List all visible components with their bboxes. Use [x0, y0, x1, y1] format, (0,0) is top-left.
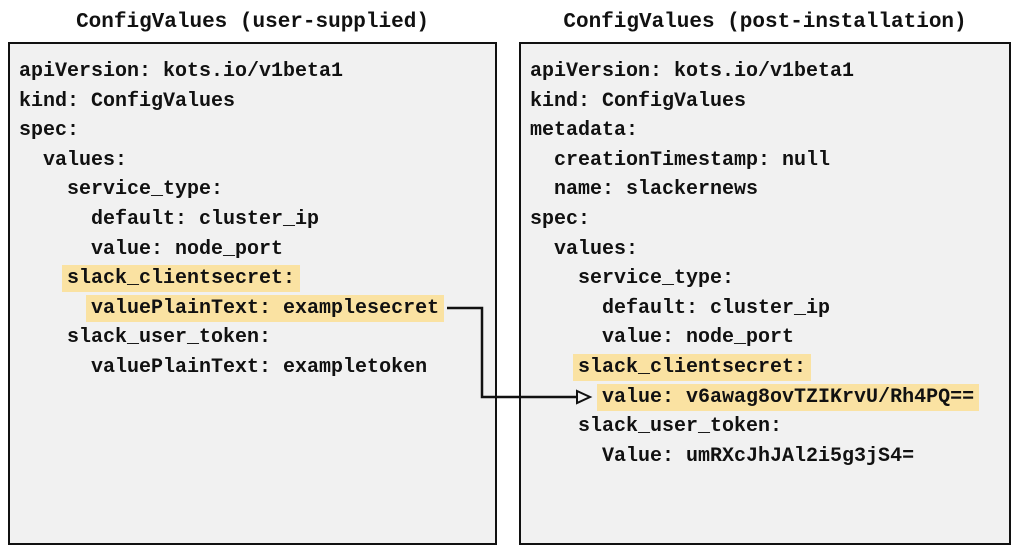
config-line-text: service_type:: [67, 178, 224, 202]
config-line: slack_clientsecret:: [530, 353, 1005, 383]
post-installation-title: ConfigValues (post-installation): [563, 11, 967, 34]
config-line-text: spec:: [530, 207, 591, 231]
post-installation-config-box: apiVersion: kots.io/v1beta1 kind: Config…: [519, 42, 1011, 545]
config-line: apiVersion: kots.io/v1beta1: [530, 57, 1005, 87]
config-line: Value: umRXcJhJAl2i5g3jS4=: [530, 442, 1005, 472]
user-supplied-title: ConfigValues (user-supplied): [76, 11, 429, 34]
config-line: creationTimestamp: null: [530, 146, 1005, 176]
config-line-text: value: node_port: [602, 326, 795, 350]
config-line-text: metadata:: [530, 119, 639, 143]
config-line-text: default: cluster_ip: [91, 207, 320, 231]
config-line: name: slackernews: [530, 175, 1005, 205]
config-line: value: node_port: [530, 323, 1005, 353]
highlighted-config-key: slack_clientsecret:: [62, 265, 301, 293]
config-line-text: slack_user_token:: [578, 415, 783, 439]
config-line: values:: [530, 235, 1005, 265]
config-line-text: valuePlainText: exampletoken: [91, 355, 428, 379]
config-line: spec:: [530, 205, 1005, 235]
config-line-text: values:: [554, 237, 639, 261]
config-line: values:: [19, 146, 491, 176]
config-line-text: slack_user_token:: [67, 326, 272, 350]
config-line-text: Value: umRXcJhJAl2i5g3jS4=: [602, 444, 915, 468]
config-line: slack_user_token:: [19, 323, 491, 353]
config-line-text: apiVersion: kots.io/v1beta1: [19, 60, 344, 83]
highlighted-config-key: slack_clientsecret:: [573, 353, 812, 381]
config-line: kind: ConfigValues: [19, 87, 491, 117]
config-line-text: values:: [43, 148, 128, 172]
config-line: slack_user_token:: [530, 412, 1005, 442]
config-line: service_type:: [19, 175, 491, 205]
config-line-text: apiVersion: kots.io/v1beta1: [530, 60, 855, 83]
user-supplied-config-box: apiVersion: kots.io/v1beta1 kind: Config…: [8, 42, 497, 545]
config-line: valuePlainText: exampletoken: [19, 353, 491, 383]
config-line: default: cluster_ip: [19, 205, 491, 235]
config-line: value: node_port: [19, 235, 491, 265]
config-line-text: default: cluster_ip: [602, 296, 831, 320]
config-line-text: spec:: [19, 119, 80, 143]
config-line-text: creationTimestamp: null: [554, 148, 831, 172]
config-line-text: name: slackernews: [554, 178, 759, 202]
config-line: service_type:: [530, 264, 1005, 294]
highlighted-plaintext-secret: valuePlainText: examplesecret: [86, 294, 445, 322]
config-line-text: kind: ConfigValues: [530, 89, 747, 113]
config-line: apiVersion: kots.io/v1beta1: [19, 57, 491, 87]
config-line-text: service_type:: [578, 267, 735, 291]
config-line: kind: ConfigValues: [530, 87, 1005, 117]
config-line-text: value: node_port: [91, 237, 284, 261]
config-line: value: v6awag8ovTZIKrvU/Rh4PQ==: [530, 383, 1005, 413]
config-line: spec:: [19, 116, 491, 146]
config-line-text: kind: ConfigValues: [19, 89, 236, 113]
config-line: metadata:: [530, 116, 1005, 146]
highlighted-encrypted-secret: value: v6awag8ovTZIKrvU/Rh4PQ==: [597, 383, 980, 411]
config-line: default: cluster_ip: [530, 294, 1005, 324]
config-line: valuePlainText: examplesecret: [19, 294, 491, 324]
config-line: slack_clientsecret:: [19, 264, 491, 294]
